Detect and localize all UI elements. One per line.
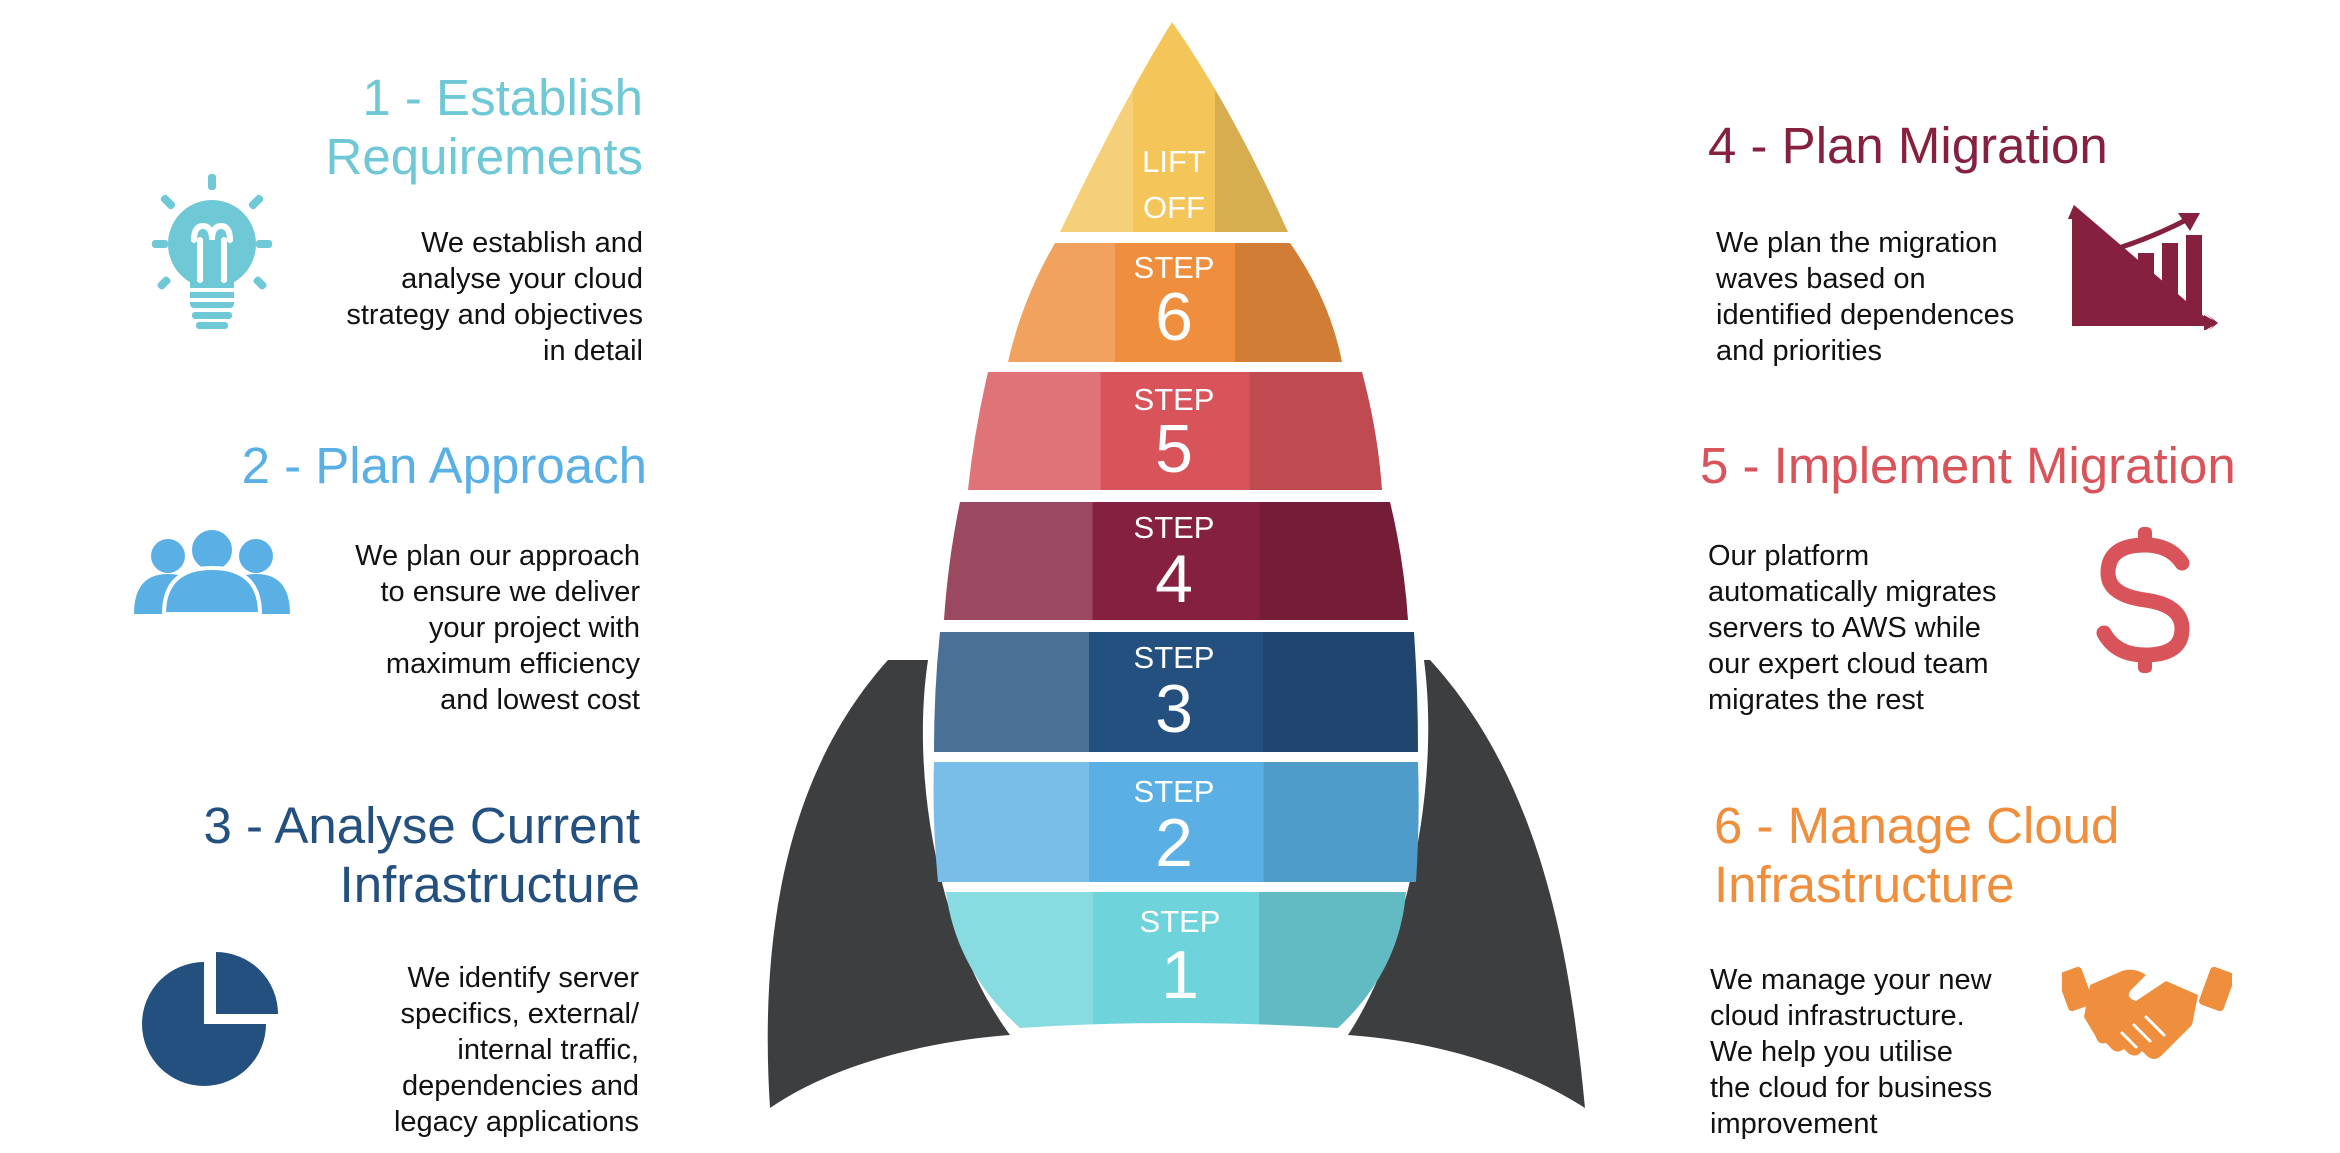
bar-chart-icon (2068, 205, 2218, 330)
step-1-word: STEP (1140, 904, 1221, 939)
plan-migration-description: We plan the migration waves based on ide… (1716, 227, 2015, 367)
liftoff-label-line1: LIFT (1142, 144, 1206, 179)
step-3-word: STEP (1134, 640, 1215, 675)
right-fin (1348, 660, 1585, 1108)
step-2-word: STEP (1134, 774, 1215, 809)
plan-approach-description: We plan our approach to ensure we delive… (355, 540, 640, 716)
analyse-infrastructure-description: We identify server specifics, external/ … (393, 962, 639, 1138)
plan-approach-title: 2 - Plan Approach (241, 437, 647, 494)
establish-requirements-title: 1 - Establish Requirements (325, 69, 643, 185)
step-6-word: STEP (1134, 250, 1215, 285)
manage-cloud-title: 6 - Manage Cloud Infrastructure (1714, 797, 2120, 913)
step-4-word: STEP (1134, 510, 1215, 545)
lightbulb-icon (152, 174, 272, 329)
step-5-number: 5 (1155, 411, 1193, 487)
implement-migration-description: Our platform automatically migrates serv… (1708, 540, 1997, 716)
step-3-number: 3 (1155, 671, 1193, 747)
plan-migration-title: 4 - Plan Migration (1708, 117, 2108, 174)
implement-migration-title: 5 - Implement Migration (1700, 437, 2236, 494)
step-6-number: 6 (1155, 279, 1193, 355)
analyse-infrastructure-title: 3 - Analyse Current Infrastructure (203, 797, 640, 913)
people-icon (134, 528, 290, 614)
manage-cloud-description: We manage your new cloud infrastructure.… (1710, 964, 1993, 1140)
liftoff-label-line2: OFF (1143, 190, 1205, 225)
establish-requirements-description: We establish and analyse your cloud stra… (346, 227, 643, 367)
step-5-word: STEP (1134, 382, 1215, 417)
dollar-icon (2096, 527, 2190, 673)
left-fin (767, 660, 1010, 1108)
step-1-number: 1 (1161, 937, 1199, 1013)
pie-chart-icon (142, 952, 278, 1086)
step-4-number: 4 (1155, 541, 1193, 617)
step-2-number: 2 (1155, 805, 1193, 881)
handshake-icon (2062, 966, 2232, 1059)
